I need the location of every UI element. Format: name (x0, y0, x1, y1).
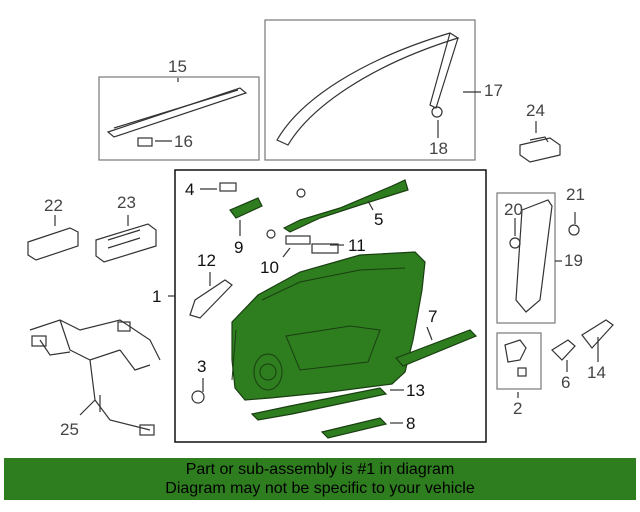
callout-4: 4 (185, 180, 195, 199)
part-8-strip (320, 417, 388, 439)
callout-25: 25 (60, 420, 79, 439)
box-19 (496, 192, 556, 324)
callout-19: 19 (564, 251, 583, 270)
part-3-fastener (191, 390, 205, 404)
callout-12: 12 (197, 251, 216, 270)
part-5-trim (282, 179, 409, 233)
box-2 (496, 332, 542, 390)
part-6-cap (551, 339, 576, 361)
callout-10: 10 (260, 258, 279, 277)
callout-20: 20 (504, 200, 523, 219)
part-20-clip (509, 237, 521, 249)
callout-14: 14 (587, 363, 606, 382)
part-7-molding (394, 329, 478, 367)
callout-21: 21 (566, 185, 585, 204)
part-21-clip (568, 224, 580, 236)
callout-6: 6 (561, 373, 571, 392)
part-12-bracket (189, 279, 233, 319)
part-18-clip (431, 106, 443, 118)
part-14-trim (581, 319, 614, 349)
callout-5: 5 (374, 210, 384, 229)
callout-18: 18 (429, 139, 448, 158)
part-15-molding (106, 87, 248, 138)
part-17-frame (276, 32, 460, 146)
callout-8: 8 (406, 414, 416, 433)
part-23-switch (95, 223, 157, 263)
part-10-switch (285, 235, 311, 245)
part-11-switch (311, 243, 339, 254)
footer-line-2: Diagram may not be specific to your vehi… (165, 480, 475, 497)
callout-11: 11 (348, 236, 366, 255)
part-13-strip (250, 387, 388, 421)
callout-24: 24 (526, 101, 545, 120)
part-25-harness (29, 319, 161, 431)
callout-2: 2 (513, 399, 523, 418)
callout-16: 16 (174, 132, 193, 151)
box-17 (264, 19, 476, 161)
callout-9: 9 (234, 238, 244, 257)
box-1 (174, 169, 487, 443)
part-4-bolt (219, 182, 237, 192)
callout-22: 22 (44, 196, 63, 215)
footer-banner: Part or sub-assembly is #1 in diagram Di… (4, 458, 636, 500)
footer-line-1: Part or sub-assembly is #1 in diagram (185, 461, 455, 478)
callout-7: 7 (428, 307, 438, 326)
part-24-switch (519, 137, 561, 163)
callout-17: 17 (484, 81, 503, 100)
callout-23: 23 (117, 193, 136, 212)
part-22-bezel (27, 227, 79, 261)
part-2-bracket (504, 339, 527, 363)
part-19-pillar (515, 199, 553, 313)
callout-3: 3 (197, 357, 207, 376)
callout-15: 15 (168, 57, 187, 76)
part-16-clip (137, 137, 153, 147)
part-9-handle (229, 197, 263, 219)
callout-13: 13 (406, 381, 425, 400)
speaker-grille (253, 353, 283, 391)
box-15 (98, 76, 260, 161)
callout-1: 1 (152, 287, 162, 306)
